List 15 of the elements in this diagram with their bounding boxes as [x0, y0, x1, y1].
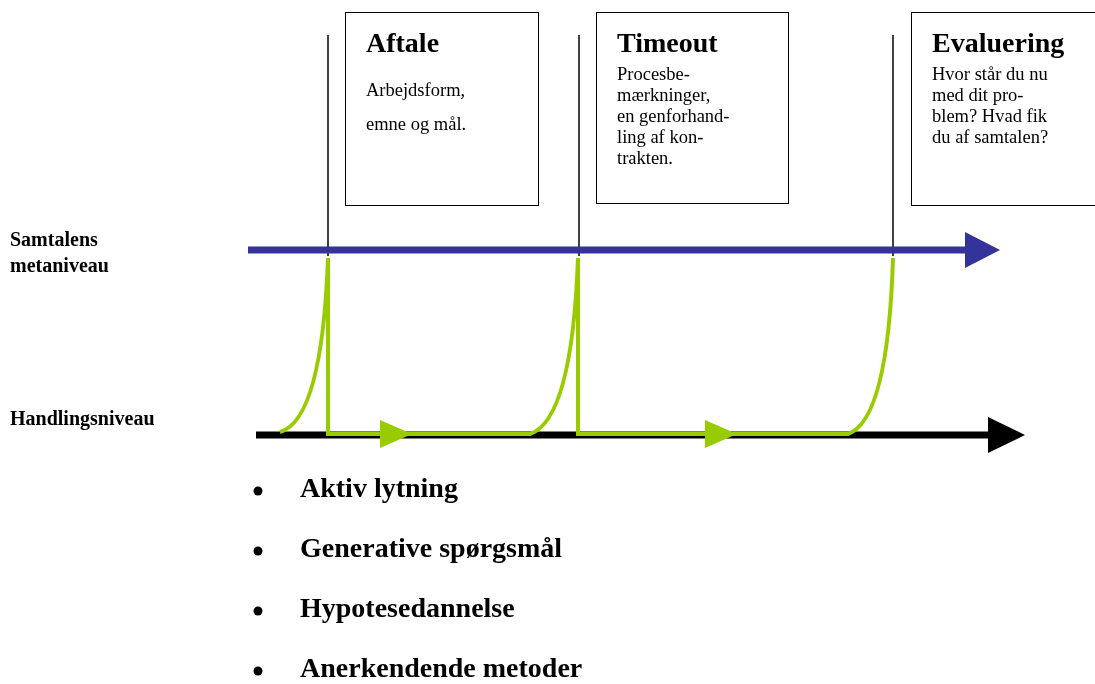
level-label: Samtalens metaniveau: [10, 227, 110, 278]
box-text: Hvor står du nu med dit pro- blem? Hvad fik du af samtalen?: [932, 64, 1050, 148]
bullet-item: Generative spørgsmål: [300, 532, 563, 564]
box-heading: Evaluering: [932, 27, 1065, 59]
box-heading: Aftale: [366, 27, 440, 59]
box-text: Arbejdsform, emne og mål.: [366, 79, 468, 136]
text-box: [345, 12, 539, 206]
box-heading: Timeout: [617, 27, 718, 59]
bullet-item: Aktiv lytning: [300, 472, 458, 504]
text-box: [911, 12, 1095, 206]
level-label: Handlingsniveau: [10, 406, 156, 431]
bullet-item: Anerkendende metoder: [300, 652, 583, 684]
text-box: [596, 12, 789, 204]
box-text: Procesbe- mærkninger, en genforhand- ling af kon- trakten.: [617, 64, 731, 169]
bullet-item: Hypotesedannelse: [300, 592, 515, 624]
